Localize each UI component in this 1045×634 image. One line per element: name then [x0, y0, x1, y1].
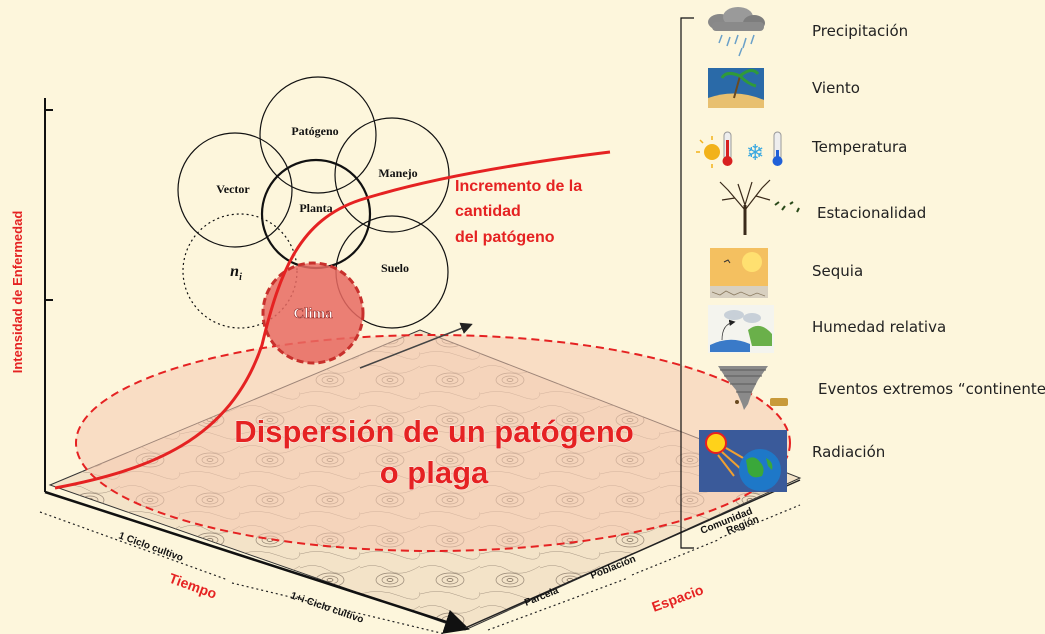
legend-radiacion: Radiación — [812, 443, 886, 461]
time-axis — [44, 490, 470, 634]
cycle-n-label: 1+i Ciclo cultivo — [289, 590, 365, 625]
drought-icon — [710, 248, 768, 298]
main-title-line-2: o plaga — [380, 455, 489, 490]
space-dimension-lines — [487, 504, 801, 631]
curve-label-line-3: del patógeno — [455, 229, 555, 246]
legend-temperatura: Temperatura — [812, 138, 908, 156]
patogeno-circle — [259, 76, 377, 194]
thermometer-icon: ❄ — [696, 131, 783, 168]
bare-tree-icon — [719, 179, 800, 235]
vector-label: Vector — [216, 182, 250, 196]
legend-bracket — [680, 17, 694, 549]
cycle-1-label: 1 Ciclo cultivo — [117, 530, 184, 564]
planta-label: Planta — [299, 201, 332, 215]
factor-circles — [177, 76, 450, 365]
main-title-line-1: Dispersión de un patógeno — [234, 414, 634, 449]
legend-viento: Viento — [812, 79, 860, 97]
curve-label-line-2: cantidad — [455, 203, 521, 220]
legend-estacionalidad: Estacionalidad — [817, 204, 927, 222]
disease-progress-curve — [54, 150, 611, 490]
legend-eventos-extremos: Eventos extremos “continente — [818, 380, 1045, 398]
space-axis-title: Espacio — [650, 581, 706, 614]
sun-earth-icon — [699, 430, 787, 492]
depth-arrow — [359, 322, 473, 369]
manejo-circle — [334, 117, 450, 233]
legend-precipitacion: Precipitación — [812, 22, 909, 40]
y-axis — [44, 98, 53, 492]
water-cycle-icon — [708, 305, 774, 353]
legend-humedad-relativa: Humedad relativa — [812, 318, 947, 336]
manejo-label: Manejo — [378, 166, 417, 180]
time-dimension-lines — [39, 511, 446, 634]
ni-label: ni — [230, 263, 242, 283]
y-axis-label: Intensidad de Enfermedad — [10, 211, 25, 374]
wind-palm-icon — [708, 68, 764, 108]
legend-sequia: Sequia — [812, 262, 864, 280]
time-axis-title: Tiempo — [167, 570, 219, 602]
dispersion-ellipse — [75, 334, 791, 552]
clima-label: Clima — [293, 306, 333, 322]
curve-label-line-1: Incremento de la — [455, 178, 582, 195]
svg-text:❄: ❄ — [746, 140, 764, 165]
patogeno-label: Patógeno — [291, 124, 338, 138]
space-axis — [464, 479, 801, 629]
clima-circle — [261, 261, 365, 365]
suelo-label: Suelo — [381, 261, 409, 275]
vector-circle — [177, 132, 293, 248]
rain-cloud-icon — [708, 7, 765, 57]
tornado-icon — [718, 366, 788, 410]
